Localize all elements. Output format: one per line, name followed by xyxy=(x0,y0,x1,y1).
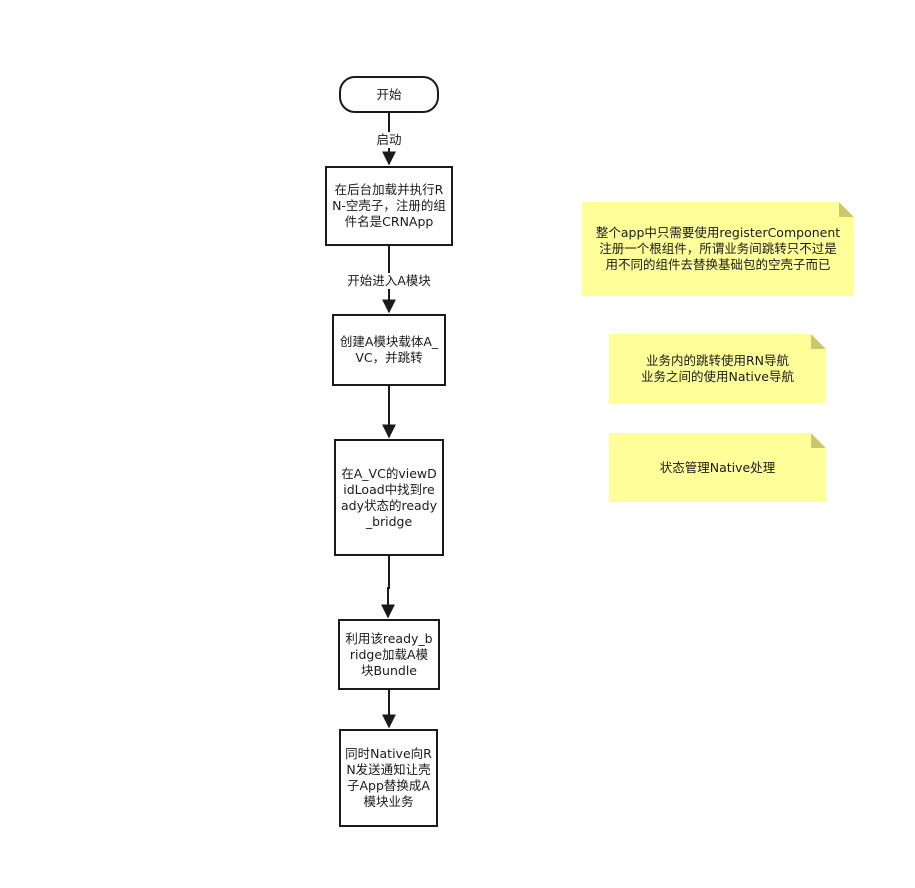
note-navigation[interactable]: 业务内的跳转使用RN导航 业务之间的使用Native导航 xyxy=(609,334,826,403)
edge-step3-to-step4 xyxy=(381,556,395,619)
step-create-container[interactable]: 创建A模块载体A_VC，并跳转 xyxy=(332,314,446,386)
step-load-bundle[interactable]: 利用该ready_bridge加载A模块Bundle xyxy=(338,619,440,690)
step-notify-rn[interactable]: 同时Native向RN发送通知让壳子App替换成A模块业务 xyxy=(339,729,438,827)
step-load-shell[interactable]: 在后台加载并执行RN-空壳子，注册的组件名是CRNApp xyxy=(325,166,453,246)
note-state-management[interactable]: 状态管理Native处理 xyxy=(609,433,826,502)
note-register-component[interactable]: 整个app中只需要使用registerComponent 注册一个根组件，所谓业… xyxy=(582,202,854,296)
step-find-ready-bridge[interactable]: 在A_VC的viewDidLoad中找到ready状态的ready_bridge xyxy=(334,439,444,556)
edge-label-launch: 启动 xyxy=(374,132,404,148)
edge-label-enter-module: 开始进入A模块 xyxy=(345,273,433,289)
start-node[interactable]: 开始 xyxy=(339,76,439,113)
